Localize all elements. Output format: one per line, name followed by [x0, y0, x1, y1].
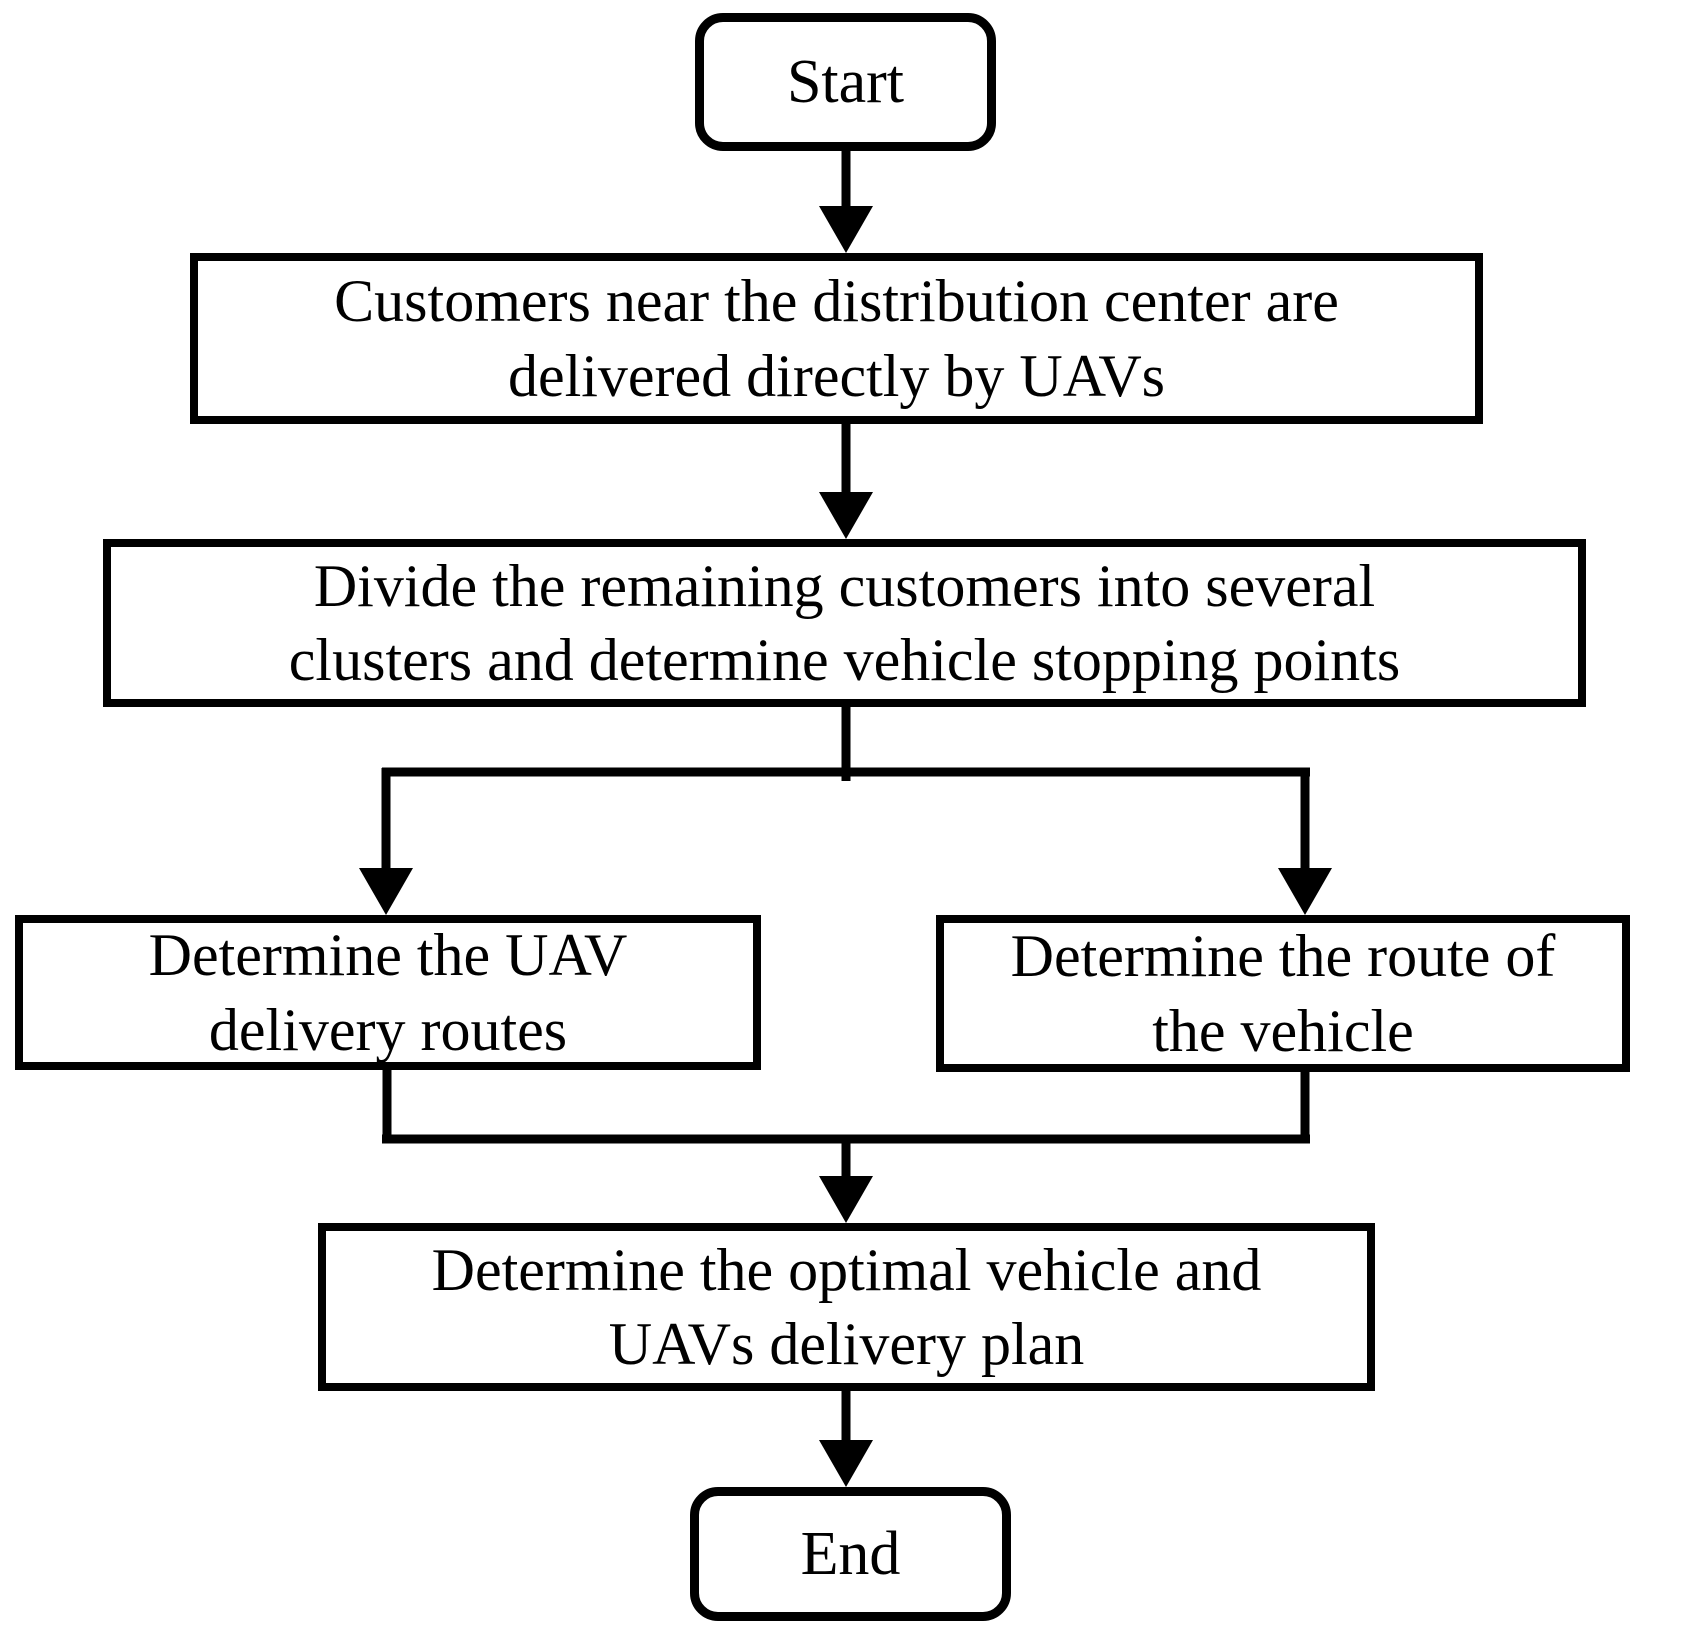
end-node: End: [690, 1487, 1011, 1621]
vehicle-route-node: Determine the route of the vehicle: [936, 915, 1630, 1072]
optimal-plan-node-label: Determine the optimal vehicle and UAVs d…: [431, 1236, 1262, 1377]
uav-routes-node-label: Determine the UAV delivery routes: [148, 922, 628, 1063]
start-node-label: Start: [786, 47, 905, 116]
vehicle-route-node-label: Determine the route of the vehicle: [1010, 923, 1556, 1064]
connector-clustering-split: [359, 700, 1332, 915]
uav-routes-node: Determine the UAV delivery routes: [15, 915, 761, 1070]
arrowhead-down-icon: [819, 1440, 873, 1487]
connector-direct-delivery-to-clustering: [819, 420, 873, 539]
arrowhead-down-icon: [359, 868, 413, 915]
start-node: Start: [695, 13, 996, 151]
arrowhead-down-icon: [819, 1176, 873, 1223]
connector-start-to-direct-delivery: [819, 146, 873, 253]
optimal-plan-node: Determine the optimal vehicle and UAVs d…: [318, 1223, 1375, 1391]
end-node-label: End: [800, 1519, 901, 1588]
direct-delivery-node: Customers near the distribution center a…: [190, 253, 1483, 424]
clustering-node: Divide the remaining customers into seve…: [103, 539, 1586, 707]
arrowhead-down-icon: [819, 206, 873, 253]
connector-optimal-plan-to-end: [819, 1387, 873, 1487]
arrowhead-down-icon: [819, 492, 873, 539]
arrowhead-down-icon: [1278, 868, 1332, 915]
connector-branches-merge-to-optimal-plan: [382, 1066, 1310, 1223]
direct-delivery-node-label: Customers near the distribution center a…: [334, 268, 1339, 409]
clustering-node-label: Divide the remaining customers into seve…: [288, 552, 1401, 693]
